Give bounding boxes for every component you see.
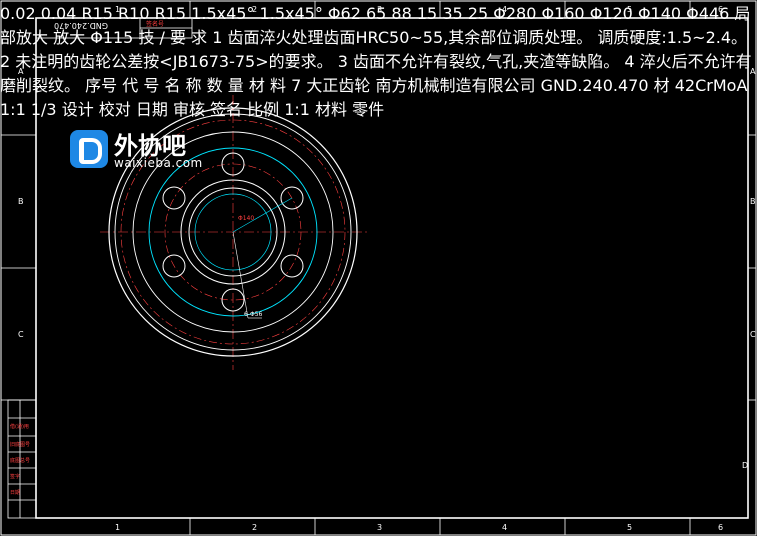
grid-label-bot-1: 1	[115, 523, 120, 532]
tech-req-text-1b: 调质硬度:1.5~2.4。	[597, 28, 748, 47]
side-strip-label-1: 借(通)用	[10, 423, 29, 430]
scale-value: 1:1	[0, 100, 26, 119]
title-block-h5: 称	[185, 76, 202, 95]
material-value: 42CrMoA	[674, 76, 748, 95]
front-dim-diameter: Φ140	[238, 215, 254, 222]
sheet-value: 1/3	[30, 100, 57, 119]
revision-line: 设计 校对 日期 审核 签名 比例 1:1 材料 零件	[61, 100, 385, 119]
grid-label-bot-6: 6	[718, 523, 723, 532]
watermark-url: waixieba.com	[114, 156, 203, 170]
grid-label-top-3: 3	[377, 5, 382, 14]
tech-req-text-1: 齿面淬火处理齿面HRC50~55,其余部位调质处理。	[227, 28, 593, 47]
grid-label-right-c: C	[750, 330, 756, 339]
tech-req-num-4: 4	[624, 52, 635, 71]
tech-req-num-1: 1	[212, 28, 223, 47]
doc-number-rotated: GND.240.470	[54, 21, 108, 30]
side-strip-label-5: 日期	[10, 490, 20, 496]
tech-req-text-4: 淬火后不允许有磨削裂纹。	[0, 52, 752, 95]
grid-label-bot-2: 2	[252, 523, 257, 532]
title-block-h1: 序号	[85, 76, 118, 95]
drawing-frame	[35, 17, 749, 519]
detail-label-right: 放大	[53, 28, 86, 47]
section-tol-top: 0.02	[0, 4, 36, 23]
grid-label-top-2: 2	[252, 5, 257, 14]
side-strip-label-3: 底图总号	[10, 457, 30, 464]
company-name: 南方机械制造有限公司	[375, 76, 536, 95]
grid-label-top-1: 1	[115, 5, 120, 14]
title-block-h7: 量	[227, 76, 244, 95]
grid-label-bot-5: 5	[627, 523, 632, 532]
title-block-h3: 号	[143, 76, 160, 95]
rotated-header-label: 签名号	[146, 20, 164, 28]
grid-label-right-a: A	[750, 67, 756, 76]
tech-req-num-2: 2	[0, 52, 11, 71]
watermark-logo: 外协吧 waixieba.com	[70, 126, 220, 174]
logo-icon	[70, 130, 108, 168]
watermark-name: 外协吧	[114, 132, 186, 160]
title-block-h6: 数	[206, 76, 223, 95]
grid-label-right-d: D	[742, 461, 748, 470]
title-block-h8: 材	[248, 76, 265, 95]
grid-label-right-b: B	[750, 197, 756, 206]
grid-label-bot-4: 4	[502, 523, 507, 532]
front-dim-holes: 6-Φ56	[244, 311, 263, 318]
tech-req-title: 技 / 要 求	[138, 28, 208, 47]
side-strip-label-2: 旧底图号	[10, 441, 30, 448]
title-block-h4: 名	[164, 76, 181, 95]
tech-req-text-3: 齿面不允许有裂纹,气孔,夹渣等缺陷。	[353, 52, 620, 71]
detail-dim-a: Φ115	[90, 28, 134, 47]
grid-label-top-4: 4	[502, 5, 507, 14]
grid-label-left-b: B	[18, 197, 24, 206]
part-name: 大正齿轮	[306, 76, 371, 95]
tech-req-num-3: 3	[337, 52, 348, 71]
gear-front-view	[100, 95, 370, 370]
grid-label-bot-3: 3	[377, 523, 382, 532]
side-strip-label-4: 签字	[10, 473, 20, 480]
drawing-number: GND.240.470	[540, 76, 649, 95]
tech-req-text-2: 未注明的齿轮公差按<JB1673-75>的要求。	[15, 52, 333, 71]
grid-label-top-6: 6	[718, 5, 723, 14]
title-block-mark: 7	[291, 76, 302, 95]
grid-label-left-a: A	[18, 67, 24, 76]
material-label: 材	[653, 76, 670, 95]
grid-label-left-c: C	[18, 330, 24, 339]
grid-label-top-5: 5	[627, 5, 632, 14]
title-block-h2: 代	[122, 76, 139, 95]
title-block-h9: 料	[269, 76, 286, 95]
